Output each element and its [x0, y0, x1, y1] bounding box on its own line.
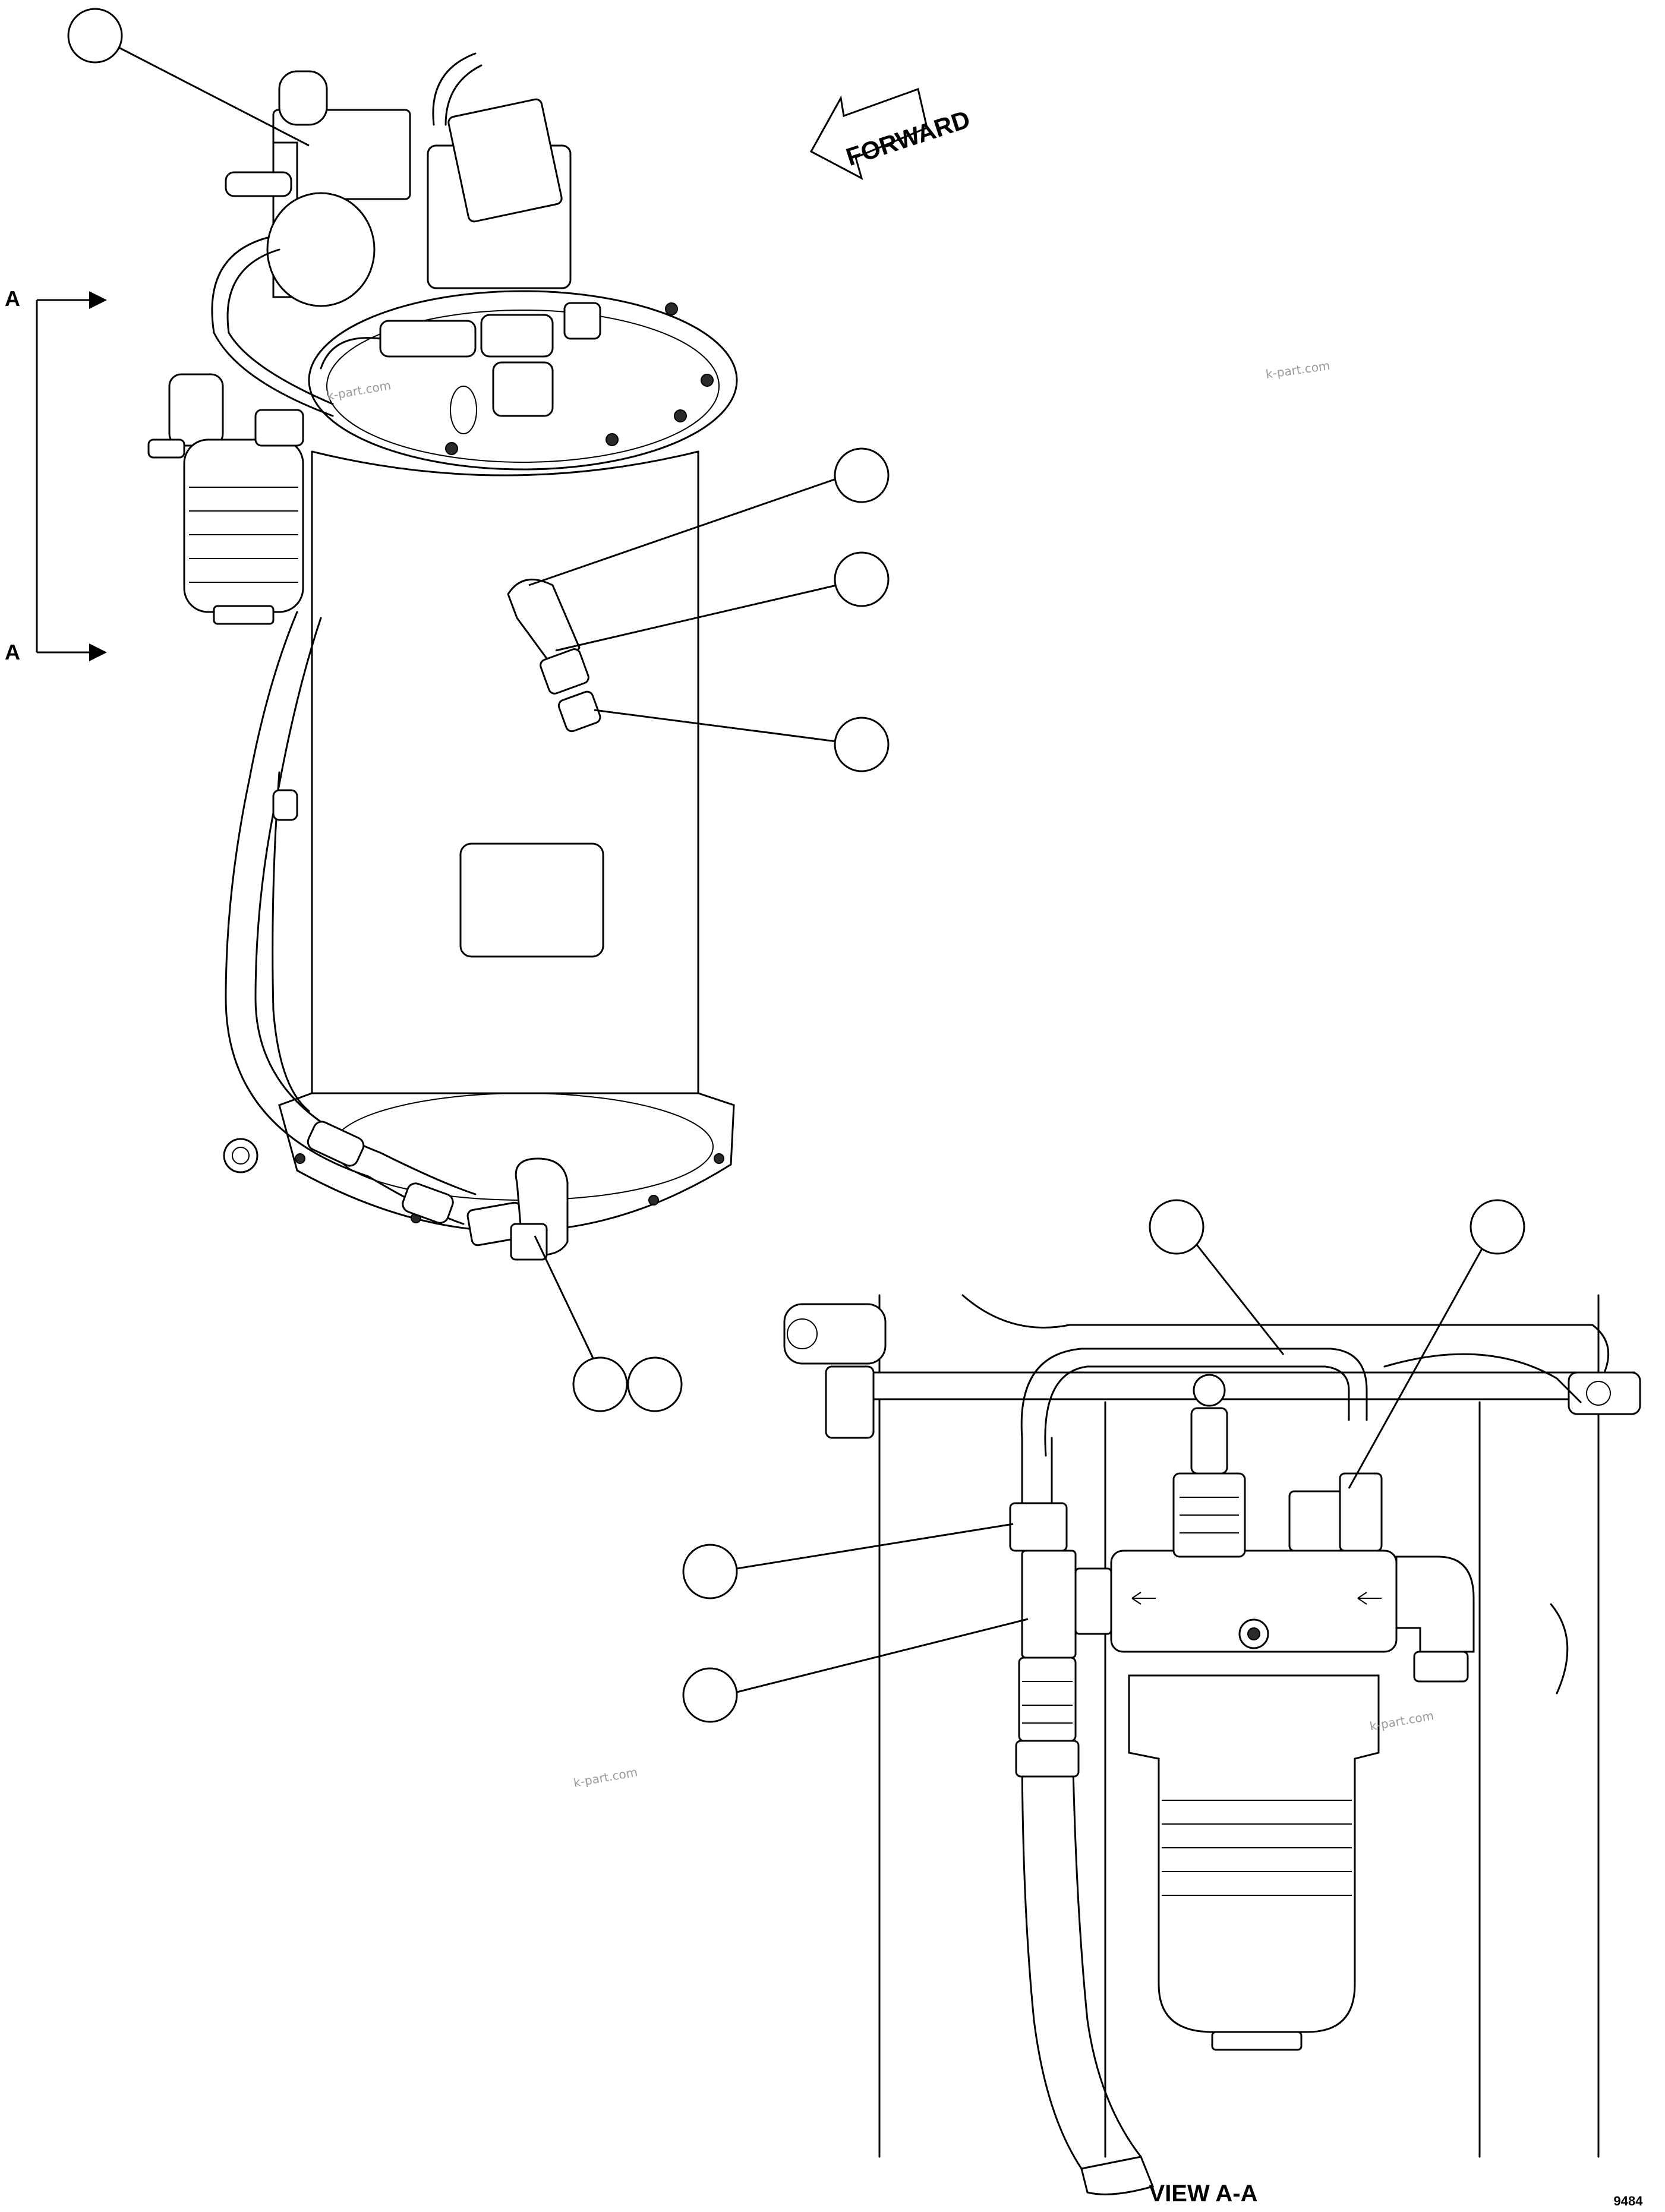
callout-balloon: [627, 1356, 683, 1412]
side-filter-assembly: [147, 373, 304, 625]
detail-tank-body: [878, 1294, 1600, 2158]
pump-valve-assembly: [211, 52, 601, 434]
hose-end-plug: [223, 1138, 258, 1173]
section-marker-bottom: A: [5, 640, 20, 664]
detail-port-fitting: [1288, 1490, 1344, 1552]
pump-housing: [266, 192, 376, 307]
callout-balloon: [572, 1356, 628, 1412]
section-marker: A A: [5, 286, 107, 664]
tank-assembly: [278, 290, 738, 1233]
detail-hose-fitting-upper: [1009, 1502, 1068, 1552]
detail-hose-fitting-lower: [1018, 1656, 1077, 1742]
detail-tee-fitting: [1021, 1550, 1077, 1659]
return-hose: [223, 611, 477, 1225]
detail-filter-bowl: [1128, 1674, 1380, 2033]
side-filter-bowl: [183, 438, 304, 613]
bottom-elbow-fitting: [466, 1157, 569, 1261]
tank-body: [311, 450, 699, 1094]
forward-arrow: FORWARD: [809, 88, 973, 180]
callout-balloon: [834, 717, 890, 772]
callout-balloon: [834, 551, 890, 607]
callout-balloon: [1149, 1199, 1204, 1255]
figure-number: 9484: [1614, 2194, 1644, 2208]
callout-balloon: [682, 1544, 738, 1599]
callouts: [67, 8, 1525, 1723]
callout-balloon: [67, 8, 123, 64]
watermark: k-part.com: [1265, 358, 1331, 381]
tank-elbow-fitting: [507, 578, 601, 733]
junction-box: [447, 98, 563, 223]
view-title: VIEW A-A: [1149, 2181, 1258, 2207]
watermark: k-part.com: [572, 1765, 638, 1790]
view-a-a-detail: [783, 1294, 1641, 2195]
tank-label-plate: [459, 842, 604, 958]
section-marker-top: A: [5, 286, 20, 311]
callout-balloon: [834, 447, 890, 503]
callout-balloon: [682, 1667, 738, 1723]
callout-balloon: [1470, 1199, 1525, 1255]
